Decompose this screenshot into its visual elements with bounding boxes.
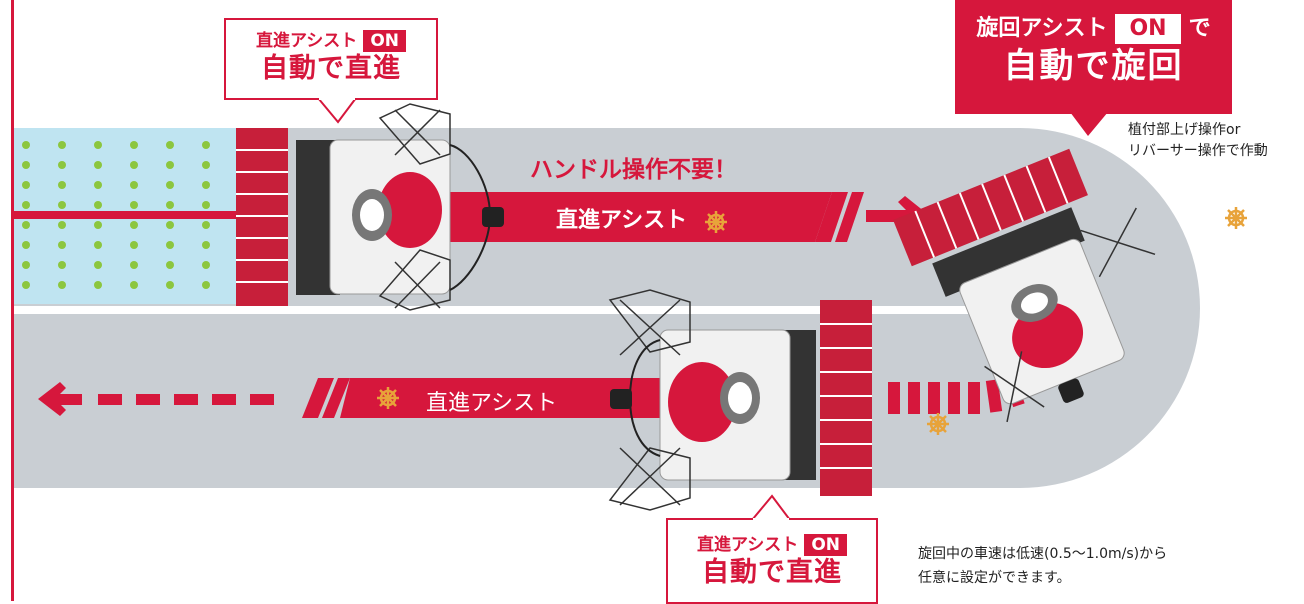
callout-pointer xyxy=(318,98,358,124)
steering-gear-icon xyxy=(1223,205,1249,231)
callout-big-label: 自動で直進 xyxy=(702,557,842,588)
left-border-rule xyxy=(11,0,14,601)
bottom-stripes xyxy=(302,378,350,418)
arrow-left-icon xyxy=(38,382,82,416)
on-badge: ON xyxy=(1115,14,1181,44)
note-line: 任意に設定ができます。 xyxy=(918,570,1071,586)
rice-transplanter-1 xyxy=(236,103,504,311)
on-badge: ON xyxy=(363,30,406,52)
note-line: 旋回中の車速は低速(0.5〜1.0m/s)から xyxy=(918,546,1168,562)
note-line: リバーサー操作で作動 xyxy=(1128,143,1268,159)
callout-pointer xyxy=(752,494,792,520)
callout-small-label: 旋回アシスト xyxy=(976,16,1108,41)
callout-suffix: で xyxy=(1188,16,1211,41)
callout-small-label: 直進アシスト xyxy=(255,31,358,51)
callout-big-label: 自動で旋回 xyxy=(1003,46,1184,86)
note-activation: 植付部上げ操作or リバーサー操作で作動 xyxy=(1128,120,1268,162)
callout-big-label: 自動で直進 xyxy=(261,53,401,84)
no-steering-label: ハンドル操作不要！ xyxy=(530,157,737,183)
rice-transplanter-2 xyxy=(608,289,872,511)
steering-gear-icon xyxy=(925,411,951,437)
callout-turn-assist: 旋回アシスト ON で 自動で旋回 xyxy=(955,0,1232,114)
note-speed: 旋回中の車速は低速(0.5〜1.0m/s)から 任意に設定ができます。 xyxy=(918,542,1167,590)
on-badge: ON xyxy=(804,534,847,556)
steering-gear-icon xyxy=(375,385,401,411)
steering-gear-icon xyxy=(703,209,729,235)
straight-assist-label-bottom: 直進アシスト xyxy=(426,391,558,416)
top-assist-band xyxy=(440,192,832,242)
callout-small-label: 直進アシスト xyxy=(696,535,799,555)
track-divider xyxy=(14,306,1014,314)
seedling-dots xyxy=(22,141,210,289)
bottom-assist-band xyxy=(340,378,662,418)
rice-transplanter-3 xyxy=(893,148,1156,423)
note-line: 植付部上げ操作or xyxy=(1128,122,1241,138)
callout-pointer xyxy=(1070,112,1108,136)
top-stripes xyxy=(815,192,864,242)
planted-guide-line xyxy=(14,211,254,219)
bottom-dashes xyxy=(98,394,274,405)
straight-assist-label-top: 直進アシスト xyxy=(556,208,688,233)
